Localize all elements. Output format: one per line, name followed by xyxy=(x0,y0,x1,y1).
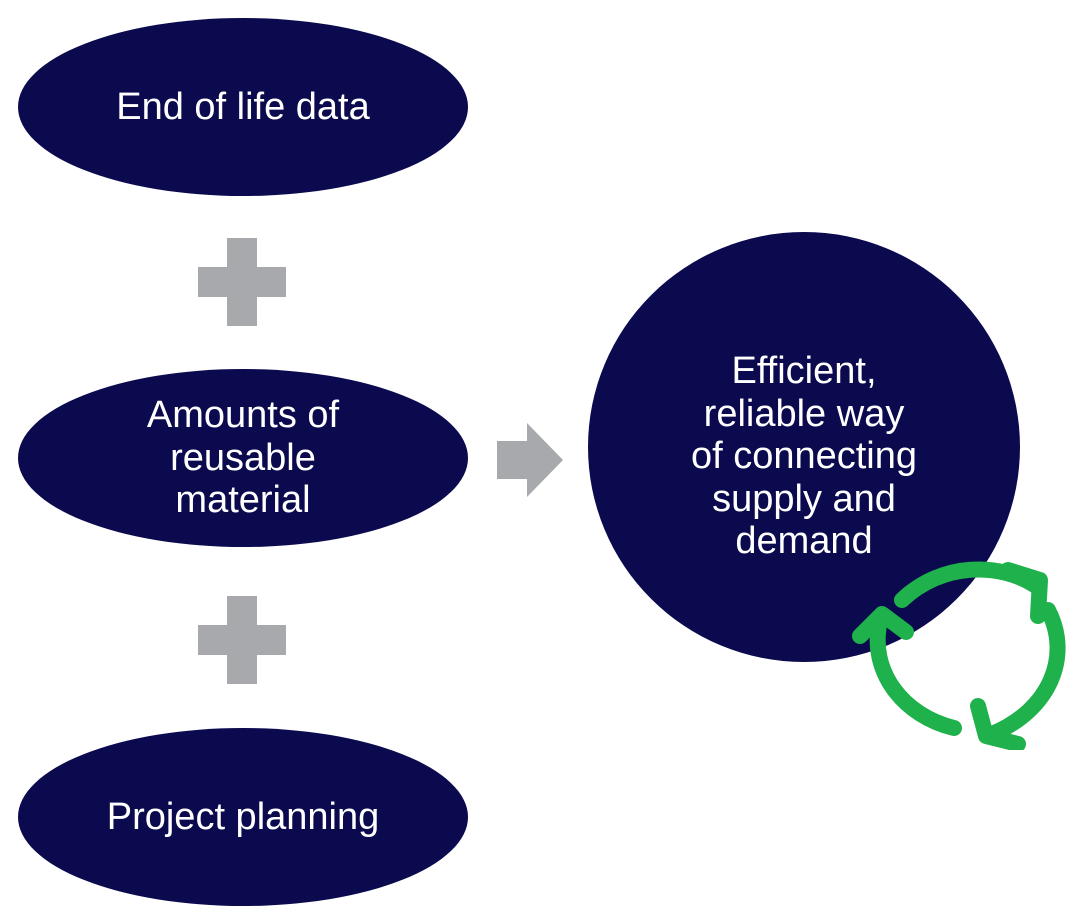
input-node-end-of-life-data: End of life data xyxy=(18,18,468,196)
recycle-arc-left xyxy=(869,612,962,736)
result-node: Efficient, reliable way of connecting su… xyxy=(588,232,1020,662)
input-node-project-planning: Project planning xyxy=(18,728,468,906)
recycle-arrowhead-right xyxy=(970,698,1026,750)
plus-icon xyxy=(198,596,286,684)
recycle-arc-right xyxy=(984,602,1066,742)
right-arrow-icon xyxy=(497,423,563,497)
right-arrow-shape xyxy=(497,423,563,497)
recycle-icon xyxy=(852,561,1066,750)
input-node-label: Amounts of reusable material xyxy=(146,394,340,522)
input-node-label: Project planning xyxy=(106,795,380,838)
result-node-label: Efficient, reliable way of connecting su… xyxy=(690,350,918,563)
input-node-amounts-of-reusable-material: Amounts of reusable material xyxy=(18,369,468,547)
input-node-label: End of life data xyxy=(116,85,370,128)
plus-icon-vertical-bar xyxy=(227,238,257,326)
plus-icon xyxy=(198,238,286,326)
plus-icon-vertical-bar xyxy=(227,596,257,684)
recycle-arrowhead-left xyxy=(852,606,914,644)
recycle-arrowhead-top xyxy=(1000,562,1048,624)
